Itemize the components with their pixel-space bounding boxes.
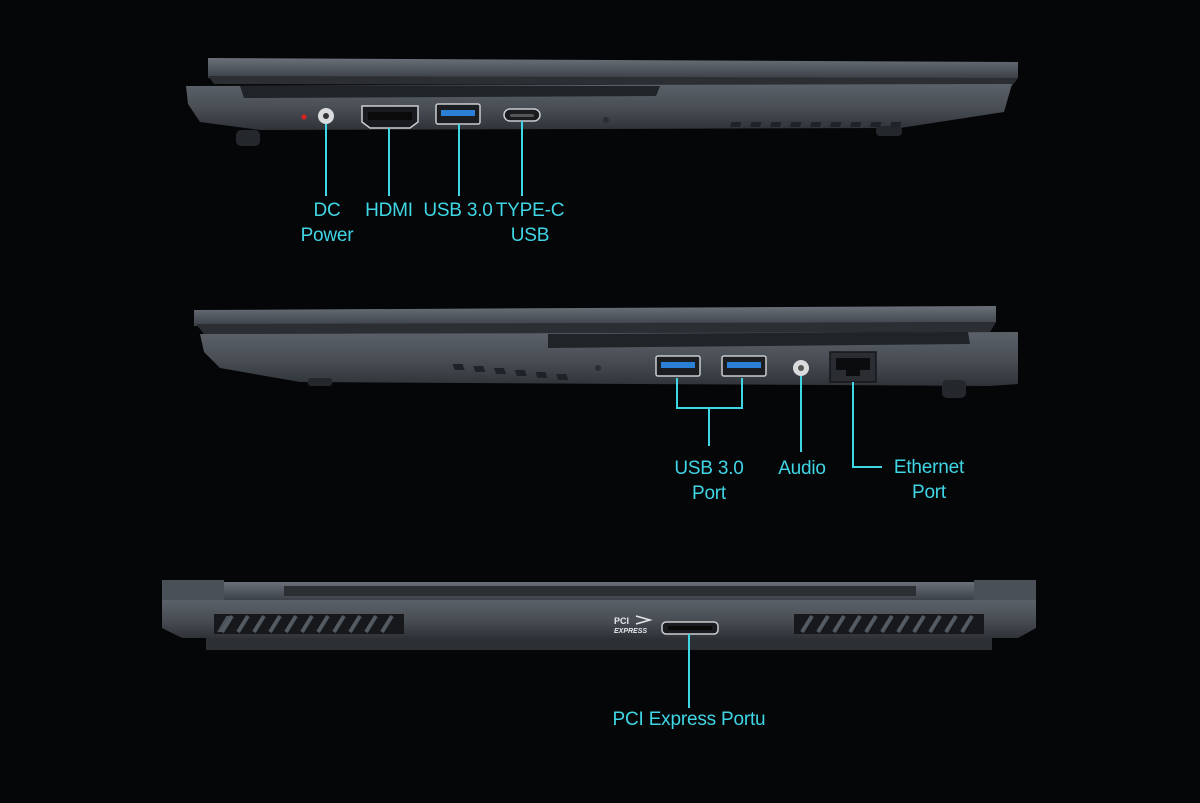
pci-badge-top: PCI (614, 616, 629, 626)
rubber-foot (236, 130, 260, 146)
rubber-foot (942, 380, 966, 398)
lid (208, 58, 1018, 78)
dc-power-label: DC Power (300, 200, 354, 246)
pci-badge-arrow-icon (635, 615, 653, 625)
pci-badge-bottom: EXPRESS (614, 628, 647, 635)
left-side-view (186, 58, 1018, 146)
right-side-view (194, 306, 1018, 398)
rubber-foot (876, 126, 902, 136)
audio-label: Audio (778, 458, 826, 479)
rear-view: PCI EXPRESS (162, 580, 1036, 650)
chassis-base (200, 332, 1018, 386)
pci-express-port-label: PCI Express Portu (612, 709, 766, 730)
power-led (301, 114, 307, 120)
rubber-foot (308, 378, 332, 386)
side-vent (452, 364, 569, 380)
usb-3-port-label: USB 3.0 Port (674, 458, 744, 504)
left-callout-lines (325, 121, 523, 196)
usb-3-label: USB 3.0 (423, 200, 493, 221)
hdmi-label: HDMI (365, 200, 413, 221)
side-vent (729, 122, 902, 127)
lid (194, 306, 996, 326)
ethernet-port-label: Ethernet Port (893, 457, 965, 503)
type-c-usb-label: TYPE-C USB (495, 200, 565, 246)
right-callout-lines (676, 376, 882, 468)
